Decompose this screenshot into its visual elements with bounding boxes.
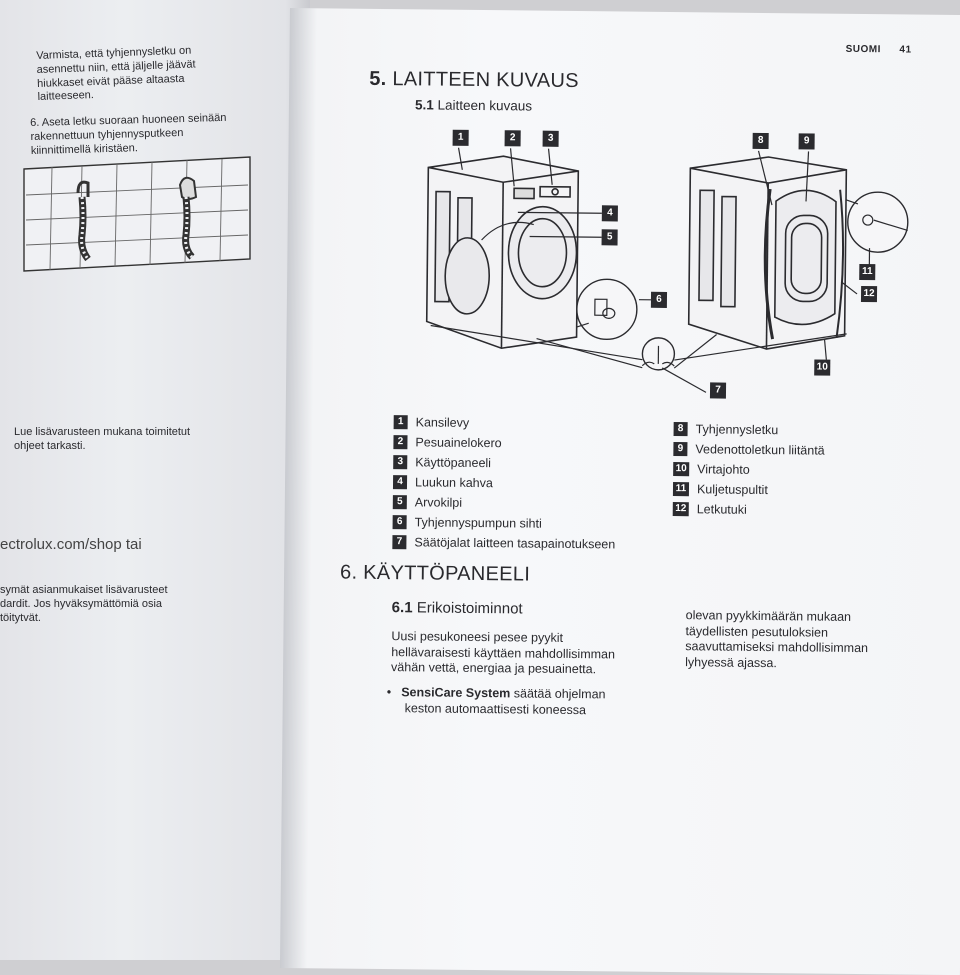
legend-number: 11 bbox=[673, 482, 689, 496]
text-line: täydellisten pesutuloksien bbox=[685, 624, 868, 642]
drain-paragraph: Varmista, että tyhjennysletku on asennet… bbox=[36, 44, 197, 105]
right-column-paragraph: olevan pyykkimäärän mukaan täydellisten … bbox=[685, 608, 868, 672]
text-line: keston automaattisesti koneessa bbox=[387, 701, 606, 719]
callout-3: 3 bbox=[543, 131, 559, 147]
drain-pipe-illustration bbox=[22, 155, 252, 273]
legend-label: Virtajohto bbox=[697, 462, 750, 477]
step-6-paragraph: 6. Aseta letku suoraan huoneen seinään r… bbox=[30, 112, 227, 158]
callout-2: 2 bbox=[505, 130, 521, 146]
legend-item-5: 5 Arvokilpi bbox=[393, 495, 462, 510]
legend-number: 5 bbox=[393, 495, 407, 509]
text-line: dardit. Jos hyväksymättömiä osia bbox=[0, 598, 168, 612]
legend-item-6: 6 Tyhjennyspumpun sihti bbox=[393, 515, 542, 531]
callout-11: 11 bbox=[859, 264, 875, 280]
callout-7: 7 bbox=[710, 382, 726, 398]
legend-number: 10 bbox=[673, 462, 689, 476]
legend-label: Kansilevy bbox=[416, 415, 470, 430]
text-line: töitytvät. bbox=[0, 612, 168, 626]
legend-number: 4 bbox=[393, 475, 407, 489]
legend-item-1: 1 Kansilevy bbox=[394, 415, 470, 430]
legend-label: Tyhjennyspumpun sihti bbox=[415, 515, 542, 530]
section-number: 5. bbox=[369, 68, 387, 90]
legend-number: 3 bbox=[393, 455, 407, 469]
subsection-number: 5.1 bbox=[415, 97, 434, 112]
section-6-1-heading: 6.1 Erikoistoiminnot bbox=[392, 599, 523, 619]
legend-number: 8 bbox=[674, 422, 688, 436]
section-5-heading: 5. LAITTEEN KUVAUS bbox=[369, 67, 579, 94]
legend-number: 2 bbox=[393, 435, 407, 449]
text-line: ohjeet tarkasti. bbox=[14, 440, 190, 454]
language-label: SUOMI bbox=[846, 44, 881, 55]
legend-item-3: 3 Käyttöpaneeli bbox=[393, 455, 491, 470]
text-line: säätää ohjelman bbox=[510, 686, 605, 701]
page-number: 41 bbox=[899, 44, 911, 55]
subsection-number: 6.1 bbox=[392, 599, 413, 616]
legend-number: 6 bbox=[393, 515, 407, 529]
special-functions-paragraph: Uusi pesukoneesi pesee pyykit hellävarai… bbox=[391, 629, 615, 678]
legend-item-8: 8 Tyhjennysletku bbox=[674, 422, 779, 437]
legend-item-4: 4 Luukun kahva bbox=[393, 475, 493, 490]
accessory-warning: symät asianmukaiset lisävarusteet dardit… bbox=[0, 584, 168, 625]
text-line: Lue lisävarusteen mukana toimitetut bbox=[14, 426, 190, 440]
legend-item-7: 7 Säätöjalat laitteen tasapainotukseen bbox=[392, 535, 615, 551]
legend-number: 1 bbox=[394, 415, 408, 429]
accessory-note: Lue lisävarusteen mukana toimitetut ohje… bbox=[14, 426, 190, 454]
text-line: symät asianmukaiset lisävarusteet bbox=[0, 584, 168, 598]
legend-label: Vedenottoletkun liitäntä bbox=[695, 442, 824, 457]
section-title: KÄYTTÖPANEELI bbox=[363, 562, 530, 586]
callout-12: 12 bbox=[861, 286, 877, 302]
callout-1: 1 bbox=[453, 130, 469, 146]
legend-label: Luukun kahva bbox=[415, 475, 493, 490]
shop-link: ectrolux.com/shop tai bbox=[0, 536, 142, 555]
legend-item-12: 12 Letkutuki bbox=[673, 502, 747, 517]
left-page: Varmista, että tyhjennysletku on asennet… bbox=[0, 0, 310, 960]
sensicare-bullet: • SensiCare System säätää ohjelman keston… bbox=[387, 685, 606, 719]
callout-8: 8 bbox=[753, 133, 769, 149]
section-5-1-heading: 5.1 Laitteen kuvaus bbox=[415, 97, 532, 115]
legend-item-2: 2 Pesuainelokero bbox=[393, 435, 501, 450]
feature-name: SensiCare System bbox=[401, 685, 510, 700]
page-header: SUOMI 41 bbox=[846, 44, 912, 57]
callout-10: 10 bbox=[814, 360, 830, 376]
legend-item-9: 9 Vedenottoletkun liitäntä bbox=[673, 442, 824, 458]
callout-4: 4 bbox=[602, 205, 618, 221]
subsection-title: Erikoistoiminnot bbox=[417, 599, 523, 617]
subsection-title: Laitteen kuvaus bbox=[437, 98, 532, 114]
legend-label: Säätöjalat laitteen tasapainotukseen bbox=[414, 535, 615, 551]
legend-item-10: 10 Virtajohto bbox=[673, 462, 750, 477]
legend-item-11: 11 Kuljetuspultit bbox=[673, 482, 768, 497]
legend-label: Arvokilpi bbox=[415, 495, 462, 509]
callout-9: 9 bbox=[799, 133, 815, 149]
legend-number: 12 bbox=[673, 502, 689, 516]
section-title: LAITTEEN KUVAUS bbox=[392, 68, 579, 92]
text-line: olevan pyykkimäärän mukaan bbox=[686, 608, 869, 626]
legend-number: 7 bbox=[392, 535, 406, 549]
text-line: saavuttamiseksi mahdollisimman bbox=[685, 639, 868, 657]
legend-label: Kuljetuspultit bbox=[697, 482, 768, 497]
legend-label: Käyttöpaneeli bbox=[415, 455, 491, 470]
legend-number: 9 bbox=[673, 442, 687, 456]
bullet-icon: • bbox=[387, 685, 392, 701]
callout-6: 6 bbox=[651, 292, 667, 308]
section-6-heading: 6. KÄYTTÖPANEELI bbox=[340, 561, 530, 588]
callout-5: 5 bbox=[602, 229, 618, 245]
legend-label: Tyhjennysletku bbox=[696, 422, 779, 437]
legend-label: Letkutuki bbox=[697, 502, 747, 517]
right-page: SUOMI 41 5. LAITTEEN KUVAUS 5.1 Laitteen… bbox=[280, 8, 960, 975]
text-line: vähän vettä, energiaa ja pesuainetta. bbox=[391, 660, 615, 678]
legend-label: Pesuainelokero bbox=[415, 435, 501, 450]
section-number: 6. bbox=[340, 562, 358, 584]
text-line: lyhyessä ajassa. bbox=[685, 655, 868, 673]
text-line: Uusi pesukoneesi pesee pyykit bbox=[391, 629, 615, 647]
